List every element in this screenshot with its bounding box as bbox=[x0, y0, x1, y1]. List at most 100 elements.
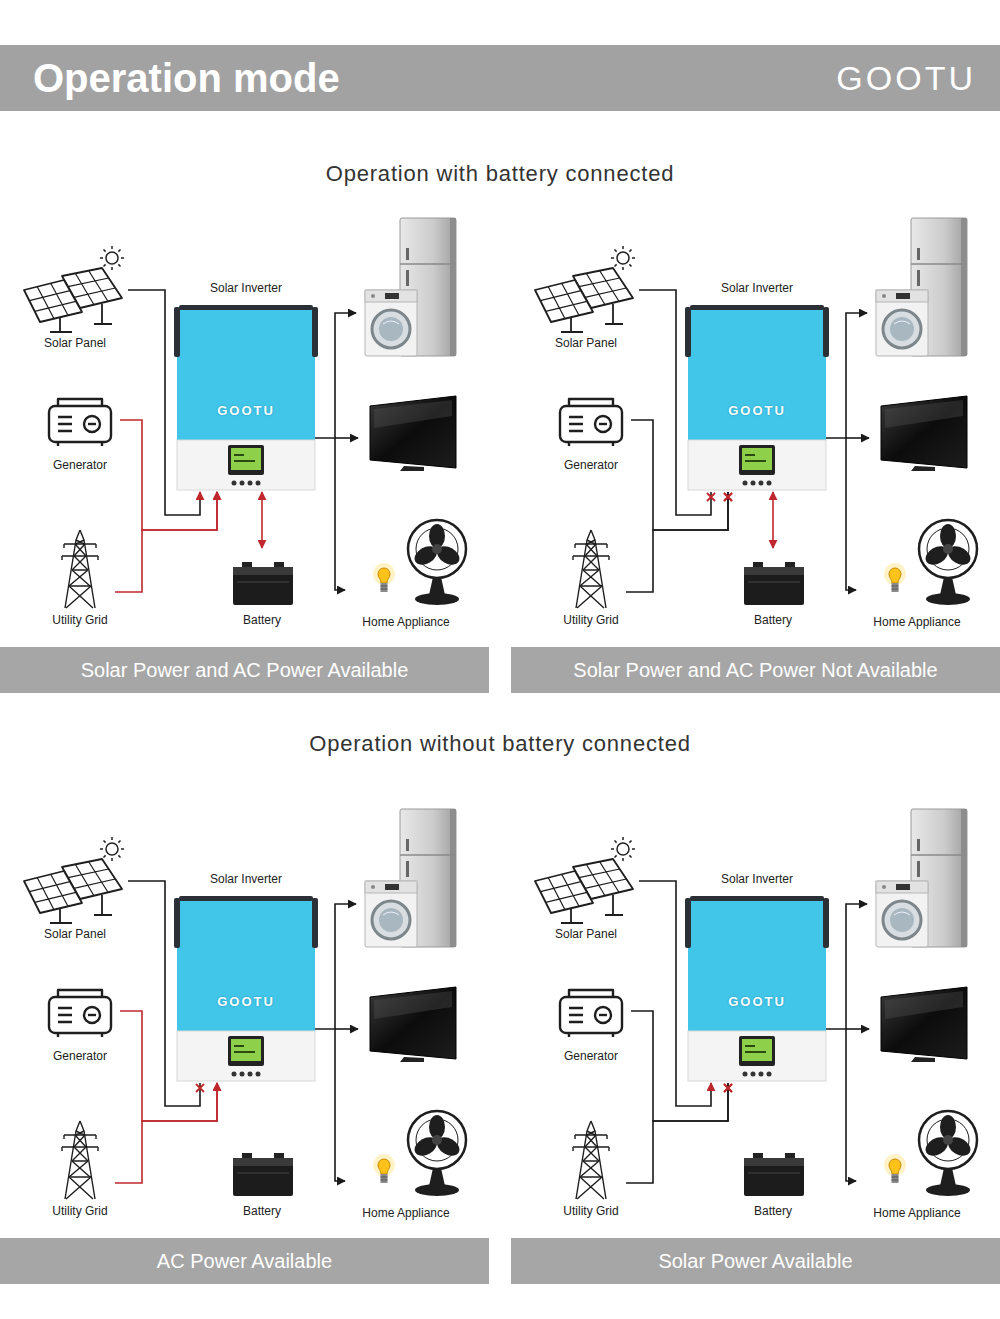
power-connector bbox=[120, 420, 217, 530]
page-title: Operation mode bbox=[33, 56, 340, 101]
device-label: Home Appliance bbox=[362, 1206, 449, 1220]
generator-node: Generator bbox=[551, 392, 631, 472]
battery-icon bbox=[233, 562, 293, 605]
power-connector bbox=[631, 1011, 728, 1121]
fan-icon bbox=[408, 520, 466, 605]
power-connector bbox=[639, 881, 711, 1106]
solar-inverter-node: Solar InverterGOOTU bbox=[177, 281, 315, 492]
output-wire bbox=[846, 437, 869, 439]
inverter-body bbox=[174, 305, 318, 490]
power-tower-icon bbox=[573, 1121, 609, 1199]
mode-caption-band: AC Power Available bbox=[0, 1238, 489, 1284]
mode-caption-band: Solar Power and AC Power Available bbox=[0, 647, 489, 693]
power-tower-icon bbox=[573, 530, 609, 608]
inverter-body bbox=[685, 305, 829, 490]
cut-mark bbox=[724, 1084, 732, 1092]
device-label: Generator bbox=[53, 1049, 107, 1063]
output-wire bbox=[846, 904, 867, 1029]
solar-inverter-node: Solar InverterGOOTU bbox=[688, 281, 826, 492]
power-tower-icon bbox=[62, 1121, 98, 1199]
generator-node: Generator bbox=[40, 392, 120, 472]
solar-panel-node: Solar Panel bbox=[533, 250, 639, 350]
device-label: Utility Grid bbox=[52, 1204, 107, 1218]
power-connector bbox=[826, 438, 856, 590]
device-label: Home Appliance bbox=[873, 1206, 960, 1220]
tv-icon bbox=[881, 987, 967, 1062]
sun-icon bbox=[611, 837, 635, 861]
device-label: Generator bbox=[564, 458, 618, 472]
power-connector bbox=[315, 438, 345, 590]
fan-icon bbox=[919, 520, 977, 605]
device-label: Solar Panel bbox=[555, 336, 617, 350]
cut-mark bbox=[724, 1084, 732, 1092]
bulb-icon bbox=[884, 1154, 906, 1183]
washer-icon bbox=[876, 881, 928, 947]
header-band: Operation modeGOOTU bbox=[0, 45, 1000, 111]
battery-node: Battery bbox=[737, 1139, 809, 1218]
device-label: Solar Inverter bbox=[210, 872, 282, 886]
device-label: Home Appliance bbox=[362, 615, 449, 629]
home-appliance-node: Home Appliance bbox=[856, 505, 978, 629]
device-label: Solar Inverter bbox=[210, 281, 282, 295]
power-connector bbox=[120, 1011, 217, 1121]
device-label: Battery bbox=[754, 613, 792, 627]
home-appliance-node: Home Appliance bbox=[345, 1096, 467, 1220]
tv-icon bbox=[881, 396, 967, 471]
washer-icon bbox=[365, 290, 417, 356]
output-wire bbox=[335, 437, 358, 439]
power-connector bbox=[128, 881, 200, 1106]
power-connector bbox=[315, 1029, 345, 1181]
cut-mark-stroke bbox=[707, 493, 715, 501]
brand-logo: GOOTU bbox=[217, 994, 275, 1010]
battery-node: Battery bbox=[737, 548, 809, 627]
solar-panel-node: Solar Panel bbox=[533, 841, 639, 941]
panel-illustration bbox=[535, 218, 977, 608]
battery-node: Battery bbox=[226, 548, 298, 627]
mode-caption: AC Power Available bbox=[157, 1250, 332, 1273]
cut-mark bbox=[196, 1084, 204, 1092]
sun-icon bbox=[100, 246, 124, 270]
battery-icon bbox=[744, 562, 804, 605]
panel-illustration bbox=[535, 809, 977, 1199]
home-appliance-node: Home Appliance bbox=[856, 1096, 978, 1220]
device-label: Home Appliance bbox=[873, 615, 960, 629]
cut-mark-stroke bbox=[724, 1084, 732, 1092]
output-wire bbox=[846, 313, 867, 438]
panel-illustration bbox=[24, 218, 466, 608]
cut-mark bbox=[707, 493, 715, 501]
device-label: Battery bbox=[243, 613, 281, 627]
mode-caption-band: Solar Power Available bbox=[511, 1238, 1000, 1284]
generator-icon bbox=[560, 399, 622, 446]
solar-panel-icon bbox=[535, 859, 633, 923]
inverter-body bbox=[685, 896, 829, 1081]
brand-logo: GOOTU bbox=[217, 403, 275, 419]
section-heading: Operation with battery connected bbox=[0, 161, 1000, 187]
generator-node: Generator bbox=[40, 983, 120, 1063]
generator-icon bbox=[560, 990, 622, 1037]
device-label: Utility Grid bbox=[563, 613, 618, 627]
cut-mark bbox=[724, 493, 732, 501]
mode-caption-band: Solar Power and AC Power Not Available bbox=[511, 647, 1000, 693]
bulb-icon bbox=[373, 563, 395, 592]
power-connector bbox=[115, 492, 217, 592]
device-label: Solar Panel bbox=[44, 336, 106, 350]
solar-panel-node: Solar Panel bbox=[22, 250, 128, 350]
device-label: Generator bbox=[53, 458, 107, 472]
solar-panel-icon bbox=[24, 859, 122, 923]
device-label: Solar Panel bbox=[44, 927, 106, 941]
power-connector bbox=[631, 420, 728, 530]
solar-inverter-node: Solar InverterGOOTU bbox=[177, 872, 315, 1083]
power-connector bbox=[626, 492, 728, 592]
battery-node: Battery bbox=[226, 1139, 298, 1218]
tv-icon bbox=[370, 987, 456, 1062]
sun-icon bbox=[611, 246, 635, 270]
home-appliance-node: Home Appliance bbox=[345, 505, 467, 629]
utility-grid-node: Utility Grid bbox=[556, 526, 626, 627]
inverter-body bbox=[174, 896, 318, 1081]
washer-icon bbox=[365, 881, 417, 947]
washer-icon bbox=[876, 290, 928, 356]
device-label: Solar Inverter bbox=[721, 872, 793, 886]
solar-inverter-node: Solar InverterGOOTU bbox=[688, 872, 826, 1083]
solar-panel-icon bbox=[535, 268, 633, 332]
section-heading: Operation without battery connected bbox=[0, 731, 1000, 757]
